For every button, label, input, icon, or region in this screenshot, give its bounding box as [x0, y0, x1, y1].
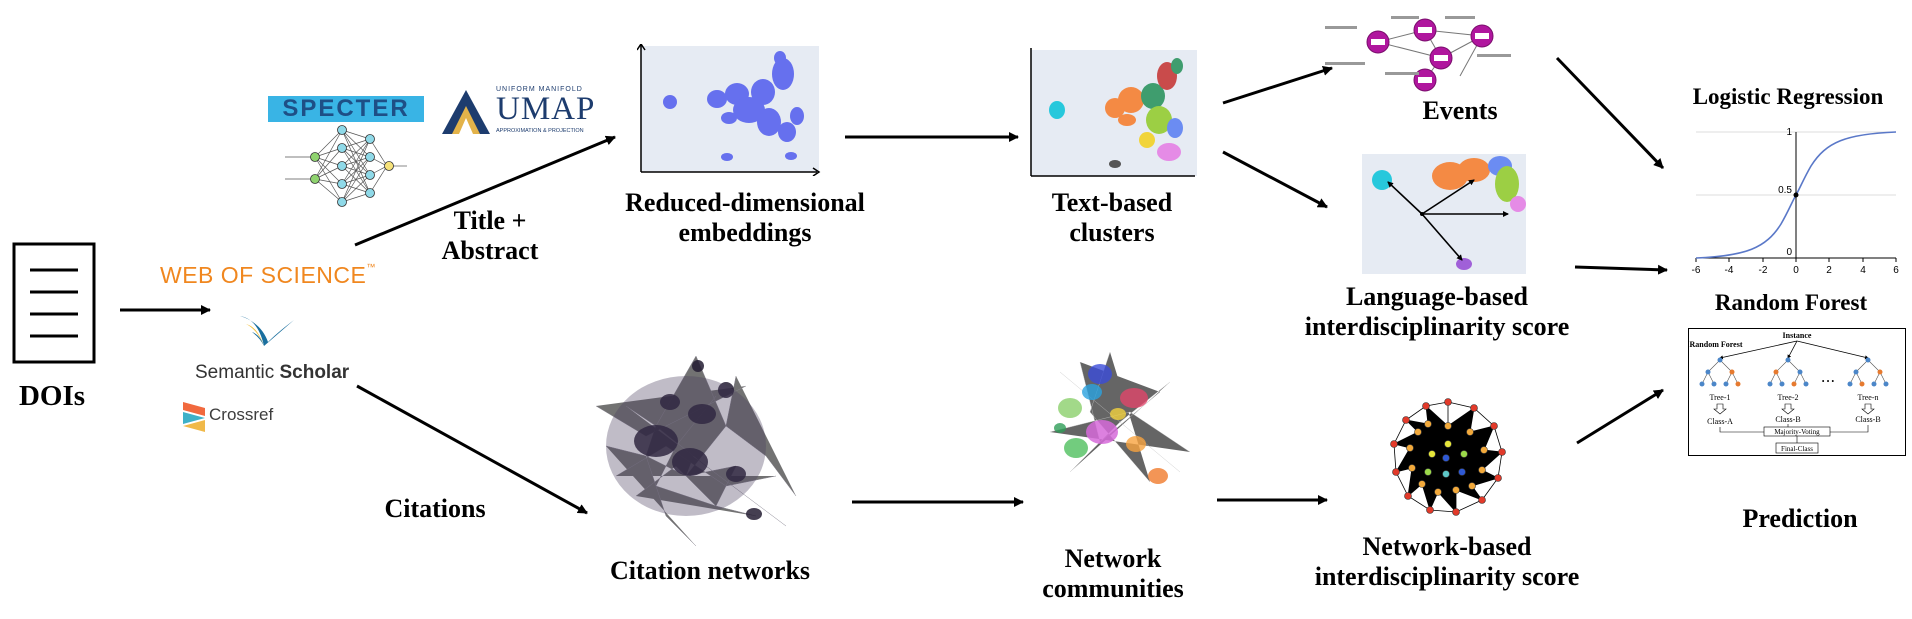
language-score-line-1: Language-based: [1345, 282, 1529, 311]
umap-triangle-icon: [442, 90, 490, 134]
specter-logo-text: SPECTER: [282, 95, 410, 122]
arrow-language-to-prediction: [1574, 264, 1668, 275]
network-score-line-1: Network-based: [1362, 532, 1532, 561]
x-tick-label: 2: [1826, 265, 1832, 274]
rf-tree-n: Tree-n: [1857, 393, 1878, 402]
umap-logo: UNIFORM MANIFOLD UMAP APPROXIMATION & PR…: [440, 86, 594, 136]
title-abstract-line-2: Abstract: [441, 235, 539, 265]
rf-class-2: Class-B: [1775, 415, 1800, 424]
semantic-text: Semantic: [195, 362, 275, 383]
clusters-line-2: clusters: [1069, 217, 1155, 247]
random-forest-label: Random Forest: [1714, 290, 1868, 315]
x-tick-label: -2: [1759, 265, 1768, 274]
rf-instance-text: Instance: [1783, 331, 1812, 340]
dois-label: DOIs: [18, 380, 86, 412]
rf-ellipsis: • • •: [1822, 377, 1835, 386]
web-of-science-tm: ™: [366, 262, 376, 272]
embeddings-plot: [637, 44, 821, 176]
clusters-label: Text-based clusters: [1022, 188, 1202, 248]
embeddings-line-2: embeddings: [678, 217, 812, 247]
scholar-text: Scholar: [279, 362, 350, 383]
rf-class-3: Class-B: [1855, 415, 1880, 424]
umap-logo-text: UMAP: [496, 91, 596, 127]
x-tick-label: 0: [1793, 265, 1799, 274]
arrow-network-to-prediction: [1576, 388, 1664, 445]
language-score-label: Language-based interdisciplinarity score: [1262, 282, 1612, 342]
title-abstract-line-1: Title +: [453, 206, 527, 235]
embeddings-line-1: Reduced-dimensional: [625, 188, 865, 217]
random-forest-diagram: Instance Random Forest Tree-1 Tree-2 Tre…: [1688, 328, 1906, 456]
y-tick-label: 1: [1786, 127, 1792, 138]
arrow-clusters-to-events: [1222, 65, 1333, 105]
rf-class-1: Class-A: [1707, 417, 1733, 426]
crossref-icon: [183, 402, 205, 432]
clusters-line-1: Text-based: [1051, 188, 1173, 217]
citations-label: Citations: [384, 494, 486, 523]
rf-title-text: Random Forest: [1690, 340, 1743, 349]
title-abstract-label: Title + Abstract: [420, 206, 560, 266]
rf-voting-text: Majority-Voting: [1774, 428, 1820, 436]
network-communities-line-2: communities: [1042, 573, 1184, 603]
y-tick-label: 0: [1786, 247, 1792, 258]
arrow-clusters-to-language: [1222, 150, 1328, 209]
events-label: Events: [1422, 96, 1498, 125]
network-communities-line-1: Network: [1064, 544, 1162, 573]
network-communities-label: Network communities: [1028, 544, 1198, 604]
x-tick-label: -6: [1692, 265, 1701, 274]
x-tick-label: -4: [1725, 265, 1734, 274]
semantic-scholar-logo: Semantic Scholar: [195, 362, 349, 384]
web-of-science-text: WEB OF SCIENCE: [160, 262, 367, 288]
citation-networks-label: Citation networks: [609, 556, 811, 585]
rf-final-text: Final-Class: [1781, 445, 1813, 453]
network-communities-image: [1049, 352, 1191, 484]
logistic-regression-label: Logistic Regression: [1692, 84, 1884, 109]
arrow-events-to-prediction: [1555, 56, 1665, 170]
rf-tree-1: Tree-1: [1709, 393, 1730, 402]
y-tick-label: 0.5: [1778, 185, 1792, 196]
document-icon: [12, 242, 96, 364]
events-graph: [1325, 16, 1511, 92]
neural-network-icon: [285, 125, 407, 207]
semantic-scholar-icon: [240, 316, 294, 346]
citation-network-image: [595, 355, 797, 547]
network-score-line-2: interdisciplinarity score: [1314, 561, 1580, 591]
language-score-plot: [1362, 154, 1526, 274]
language-score-line-2: interdisciplinarity score: [1304, 311, 1570, 341]
crossref-logo: Crossref: [209, 405, 274, 424]
umap-subtitle-bottom: APPROXIMATION & PROJECTION: [496, 128, 584, 134]
web-of-science-logo: WEB OF SCIENCE™: [160, 262, 376, 289]
arrow-citations-to-networks: [356, 384, 588, 515]
umap-subtitle-top: UNIFORM MANIFOLD: [496, 86, 583, 93]
specter-logo: SPECTER: [268, 95, 424, 122]
x-tick-label: 6: [1893, 265, 1899, 274]
arrow-abstract-to-embeddings: [354, 135, 616, 247]
x-tick-label: 4: [1860, 265, 1866, 274]
embeddings-label: Reduced-dimensional embeddings: [585, 188, 905, 248]
clusters-plot: [1030, 48, 1197, 177]
rf-tree-2: Tree-2: [1777, 393, 1798, 402]
prediction-label: Prediction: [1742, 504, 1858, 533]
logistic-regression-plot: -6 -4 -2 0 2 4 6 1 0.5 0: [1692, 127, 1900, 274]
network-score-label: Network-based interdisciplinarity score: [1282, 532, 1612, 592]
network-score-graph: [1390, 398, 1506, 516]
